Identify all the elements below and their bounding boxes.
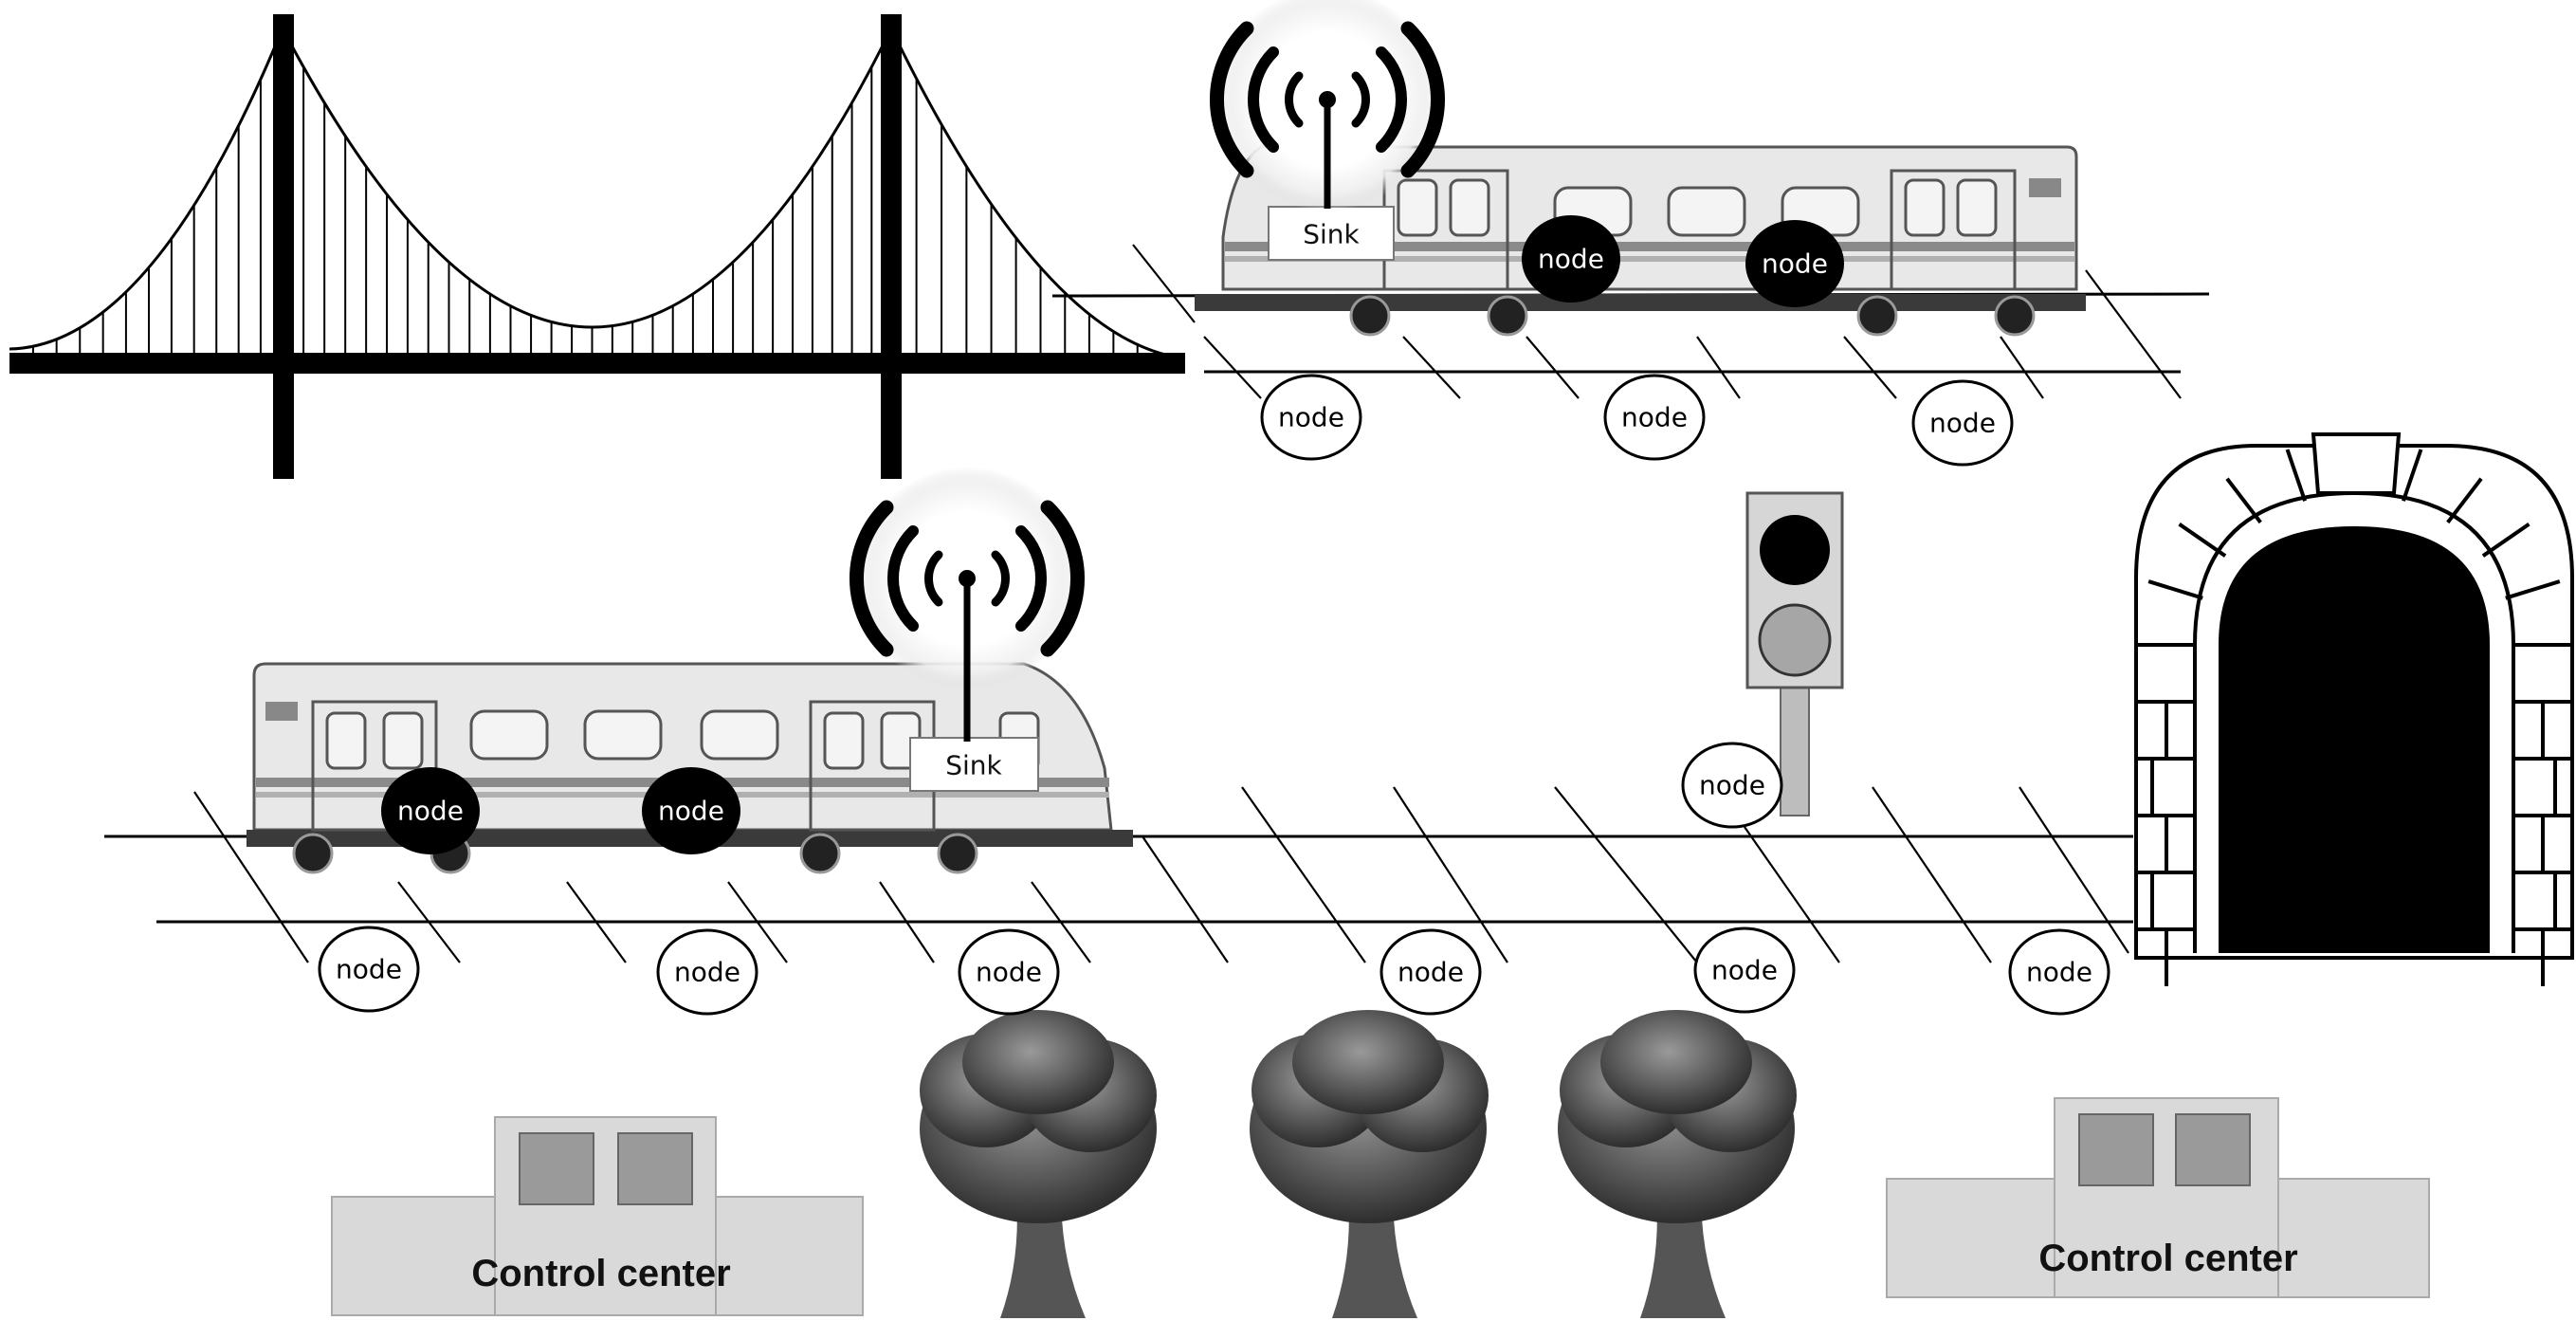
- sensor-node: node: [1379, 928, 1482, 1016]
- node-label: node: [1929, 408, 1996, 439]
- traffic-light-icon: [1745, 491, 1844, 816]
- sensor-node: node: [1260, 374, 1362, 461]
- sink-bottom: Sink: [909, 737, 1039, 792]
- control-center-left: Control center: [331, 1116, 864, 1316]
- node-label: node: [1278, 402, 1344, 433]
- control-center-label: Control center: [471, 1253, 730, 1294]
- control-center-right: Control center: [1886, 1097, 2430, 1298]
- node-label: node: [1699, 770, 1765, 801]
- onboard-sensor-node: node: [1522, 215, 1620, 303]
- sensor-node: node: [1911, 379, 2014, 467]
- node-label: node: [397, 796, 464, 827]
- tree-icon: [1250, 1010, 1489, 1318]
- tunnel-icon: [2134, 432, 2574, 986]
- sensor-node: node: [1681, 742, 1783, 829]
- building-icon: [331, 1116, 864, 1316]
- sensor-node: node: [318, 926, 420, 1013]
- onboard-sensor-node: node: [381, 767, 480, 854]
- node-label: node: [1398, 957, 1464, 988]
- onboard-sensor-node: node: [642, 767, 740, 854]
- building-icon: [1886, 1097, 2430, 1298]
- node-label: node: [1711, 955, 1778, 986]
- node-label: node: [1538, 244, 1604, 275]
- antenna-icon: [849, 467, 1086, 742]
- control-center-label: Control center: [2038, 1238, 2297, 1279]
- svg-text:Sink: Sink: [945, 750, 1002, 781]
- sensor-node: node: [2008, 928, 2110, 1016]
- sensor-node: node: [1693, 927, 1796, 1014]
- node-label: node: [2026, 957, 2092, 988]
- tree-icon: [920, 1010, 1157, 1318]
- tree-icon: [1558, 1010, 1797, 1318]
- node-label: node: [976, 957, 1042, 988]
- suspension-bridge-icon: [9, 14, 1186, 479]
- node-label: node: [674, 957, 740, 988]
- train-top: Sink: [1195, 145, 2086, 337]
- node-label: node: [336, 954, 402, 985]
- sensor-node: node: [958, 928, 1060, 1016]
- svg-text:Sink: Sink: [1303, 219, 1360, 250]
- sensor-node: node: [1603, 374, 1706, 461]
- node-label: node: [1762, 248, 1828, 280]
- antenna-icon: [1209, 0, 1446, 211]
- sensor-node: node: [656, 928, 758, 1016]
- node-label: node: [658, 796, 724, 827]
- onboard-sensor-node: node: [1745, 220, 1844, 307]
- node-label: node: [1621, 402, 1688, 433]
- sink-top: Sink: [1268, 206, 1395, 261]
